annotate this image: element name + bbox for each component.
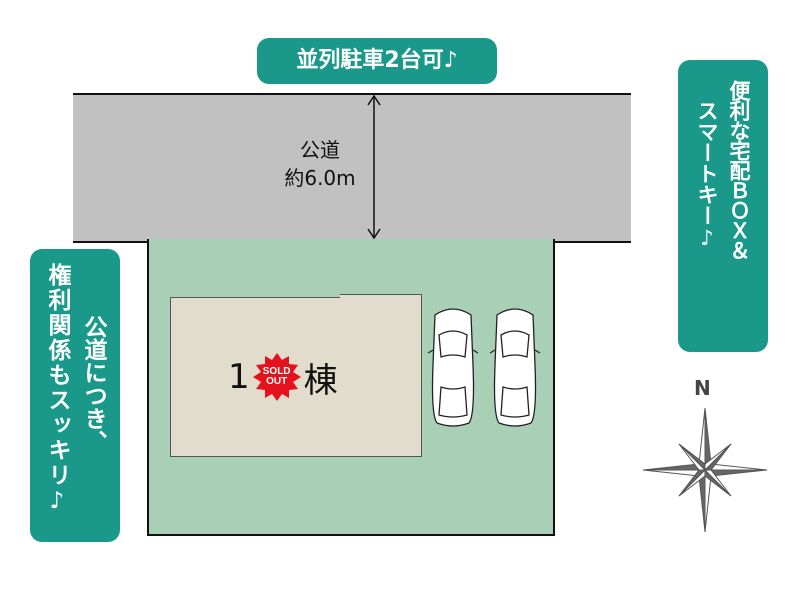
rights-banner: 公道につき、 権利関係もスッキリ♪ — [30, 249, 120, 542]
road-label: 公道 約6.0m — [270, 136, 370, 192]
public-road — [73, 93, 631, 243]
compass-north-label: N — [694, 376, 711, 400]
building-suffix: 棟 — [303, 360, 338, 401]
sold-out-badge: SOLD OUT — [252, 352, 302, 402]
delivery-text-col2: スマートキー♪ — [695, 100, 719, 250]
sold-out-text: SOLD OUT — [262, 366, 291, 387]
delivery-text-col1: 便利な宅配ＢＯＸ＆ — [727, 80, 751, 260]
rights-text-col2: 権利関係もスッキリ♪ — [44, 263, 70, 516]
parking-banner: 並列駐車2台可♪ — [257, 38, 497, 84]
road-width-arrow — [367, 94, 381, 240]
building-notch — [340, 294, 422, 300]
rights-text-col1: 公道につき、 — [80, 315, 106, 453]
road-width: 約6.0m — [284, 166, 356, 190]
car-icon — [489, 308, 541, 427]
delivery-box-banner: 便利な宅配ＢＯＸ＆ スマートキー♪ — [678, 60, 768, 352]
building-number: 1 — [228, 357, 250, 397]
car-icon — [427, 308, 479, 427]
building-label: 1 SOLD OUT 棟 — [228, 352, 338, 402]
sold-out-starburst — [252, 353, 301, 401]
road-name: 公道 — [300, 138, 340, 162]
compass-rose-icon — [642, 407, 768, 533]
